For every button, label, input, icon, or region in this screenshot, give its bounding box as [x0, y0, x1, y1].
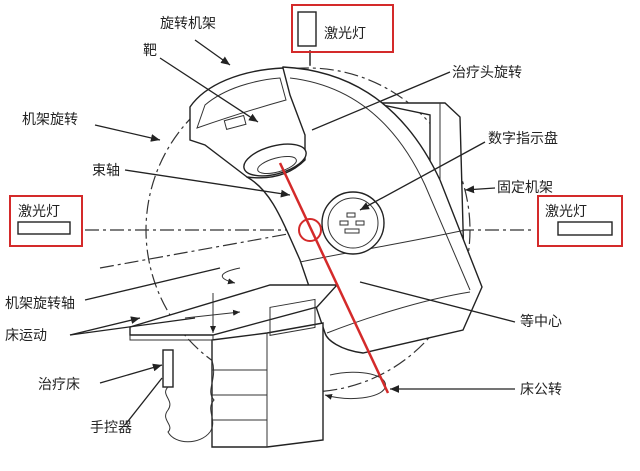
- gantry-axis-line: [99, 229, 311, 269]
- label-fixed-stand: 固定机架: [497, 180, 553, 196]
- label-rotating-gantry: 旋转机架: [160, 16, 216, 32]
- hand-controller-graphic: [162, 349, 215, 443]
- laser-right-label: 激光灯: [545, 203, 587, 220]
- label-head-rotation: 治疗头旋转: [452, 65, 522, 81]
- label-beam-axis: 束轴: [92, 163, 120, 179]
- beam-axis-line: [278, 162, 390, 394]
- leader-lines: [69, 39, 516, 426]
- label-couch: 治疗床: [38, 377, 80, 393]
- label-isocenter: 等中心: [520, 313, 562, 330]
- laser-left: 激光灯: [9, 195, 83, 247]
- label-couch-motion: 床运动: [5, 328, 47, 344]
- label-target: 靶: [143, 43, 157, 59]
- label-digital-dial: 数字指示盘: [488, 130, 558, 147]
- label-couch-rotation: 床公转: [520, 382, 562, 398]
- laser-top: 激光灯: [291, 4, 394, 53]
- label-hand-controller: 手控器: [90, 420, 132, 436]
- label-gantry-rotation: 机架旋转: [22, 112, 78, 128]
- collimator: [243, 143, 307, 177]
- treatment-couch: [129, 284, 339, 448]
- laser-top-label: 激光灯: [324, 25, 366, 42]
- target-window: [223, 114, 247, 131]
- laser-right: 激光灯: [537, 195, 623, 247]
- label-gantry-axis: 机架旋转轴: [5, 296, 75, 312]
- isocenter-marker: [298, 218, 322, 242]
- laser-left-label: 激光灯: [18, 203, 60, 220]
